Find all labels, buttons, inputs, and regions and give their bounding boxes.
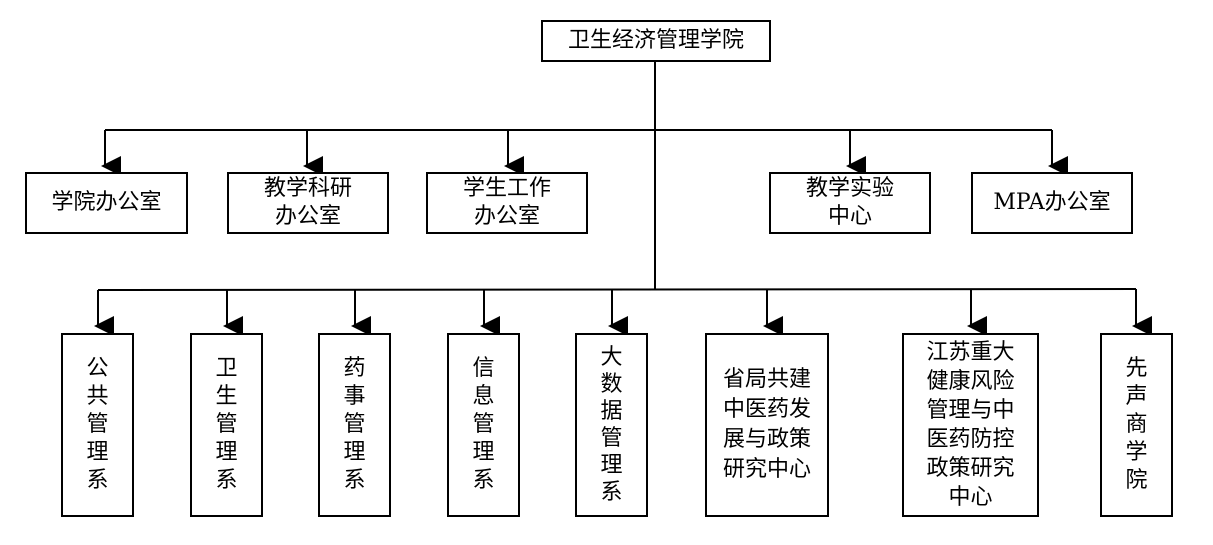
office-node-mpa: MPA办公室 [971,172,1133,234]
dept-label: 江苏重大 健康风险 管理与中 医药防控 政策研究 中心 [926,340,1015,510]
office-node-lab-center: 教学实验 中心 [769,172,931,234]
office-node-student-affairs: 学生工作 办公室 [426,172,588,234]
office-label: 教学实验 中心 [805,176,894,229]
office-label: MPA办公室 [993,190,1111,215]
dept-label: 信 息 管 理 系 [472,356,495,493]
dept-label: 省局共建 中医药发 展与政策 研究中心 [722,367,811,482]
root-label: 卫生经济管理学院 [567,28,744,53]
dept-label: 药 事 管 理 系 [343,356,366,493]
office-label: 学院办公室 [51,190,162,215]
office-label: 学生工作 办公室 [462,176,551,229]
dept-label: 公 共 管 理 系 [86,356,109,493]
office-node-college: 学院办公室 [25,172,188,234]
dept-node-health-management: 卫 生 管 理 系 [190,333,263,517]
dept-node-public-management: 公 共 管 理 系 [61,333,134,517]
dept-node-jiangsu-health-risk-center: 江苏重大 健康风险 管理与中 医药防控 政策研究 中心 [902,333,1039,517]
dept-node-tcm-policy-center: 省局共建 中医药发 展与政策 研究中心 [705,333,829,517]
dept-node-pharmacy-management: 药 事 管 理 系 [318,333,391,517]
dept-label: 卫 生 管 理 系 [215,356,238,493]
office-node-teaching-research: 教学科研 办公室 [227,172,389,234]
dept-node-simcere-business-school: 先 声 商 学 院 [1100,333,1173,517]
dept-label: 大 数 据 管 理 系 [600,345,623,505]
root-node: 卫生经济管理学院 [541,20,771,62]
dept-label: 先 声 商 学 院 [1125,356,1148,493]
dept-node-big-data-management: 大 数 据 管 理 系 [575,333,648,517]
office-label: 教学科研 办公室 [263,176,352,229]
dept-node-information-management: 信 息 管 理 系 [447,333,520,517]
